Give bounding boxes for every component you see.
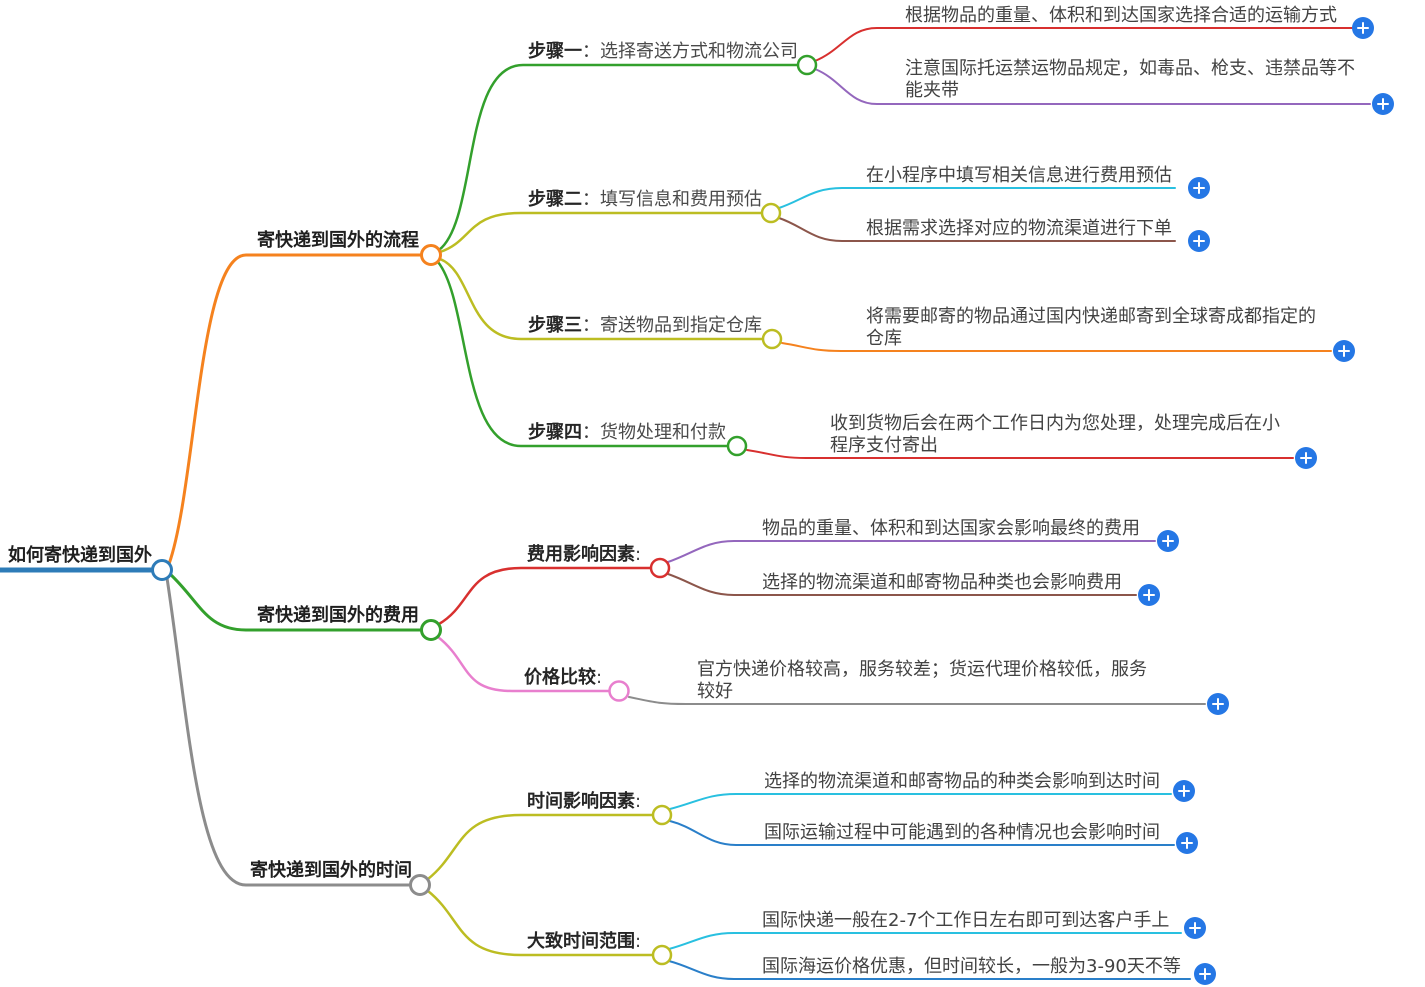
time-factors-handle[interactable] [651, 804, 673, 826]
root-node-handle[interactable] [151, 559, 173, 581]
edges [0, 27, 1371, 980]
leaf-cost-weight-volume[interactable]: 物品的重量、体积和到达国家会影响最终的费用 [762, 518, 1140, 539]
branch-time-label[interactable]: 寄快递到国外的时间 [250, 860, 412, 881]
step1-term: 步骤一 [528, 41, 582, 62]
expand-icon[interactable] [1176, 832, 1198, 854]
leaf-step1-transport-choice[interactable]: 根据物品的重量、体积和到达国家选择合适的运输方式 [905, 5, 1337, 26]
expand-icon[interactable] [1188, 177, 1210, 199]
expand-icon[interactable] [1194, 963, 1216, 985]
root-node-label[interactable]: 如何寄快递到国外 [8, 545, 152, 566]
expand-icon[interactable] [1352, 17, 1374, 39]
step4-desc: 货物处理和付款 [600, 422, 726, 443]
leaf-price-official-vs-agent[interactable]: 官方快递价格较高，服务较差；货运代理价格较低，服务较好 [697, 659, 1147, 702]
node-time-factors[interactable]: 时间影响因素: [527, 791, 641, 813]
expand-icon[interactable] [1173, 780, 1195, 802]
node-step4[interactable]: 步骤四：货物处理和付款 [528, 422, 726, 444]
step4-separator: ： [582, 422, 600, 443]
step2-term: 步骤二 [528, 189, 582, 210]
expand-icon[interactable] [1188, 230, 1210, 252]
step1-handle[interactable] [796, 54, 818, 76]
step1-desc: 选择寄送方式和物流公司 [600, 41, 798, 62]
node-step1[interactable]: 步骤一：选择寄送方式和物流公司 [528, 41, 798, 63]
leaf-step4-processing-payment[interactable]: 收到货物后会在两个工作日内为您处理，处理完成后在小程序支付寄出 [830, 413, 1280, 456]
time-range-separator: : [635, 931, 642, 952]
expand-icon[interactable] [1184, 917, 1206, 939]
expand-icon[interactable] [1138, 584, 1160, 606]
leaf-range-sea-days[interactable]: 国际海运价格优惠，但时间较长，一般为3-90天不等 [762, 956, 1181, 977]
node-price-compare[interactable]: 价格比较: [524, 667, 602, 689]
branch-process-label[interactable]: 寄快递到国外的流程 [257, 230, 419, 251]
step3-desc: 寄送物品到指定仓库 [600, 315, 762, 336]
leaf-step1-prohibited-items[interactable]: 注意国际托运禁运物品规定，如毒品、枪支、违禁品等不能夹带 [905, 58, 1355, 101]
step2-separator: ： [582, 189, 600, 210]
node-step2[interactable]: 步骤二：填写信息和费用预估 [528, 189, 762, 211]
step2-handle[interactable] [760, 202, 782, 224]
branch-time-handle[interactable] [409, 874, 431, 896]
price-compare-term: 价格比较 [524, 667, 596, 688]
step4-term: 步骤四 [528, 422, 582, 443]
leaf-cost-channel-type[interactable]: 选择的物流渠道和邮寄物品种类也会影响费用 [762, 572, 1122, 593]
price-compare-separator: : [596, 667, 603, 688]
expand-icon[interactable] [1157, 530, 1179, 552]
time-factors-separator: : [635, 791, 642, 812]
node-step3[interactable]: 步骤三：寄送物品到指定仓库 [528, 315, 762, 337]
expand-icon[interactable] [1372, 93, 1394, 115]
branch-cost-handle[interactable] [420, 619, 442, 641]
price-compare-handle[interactable] [608, 680, 630, 702]
branch-process-handle[interactable] [420, 244, 442, 266]
leaf-time-transport-situations[interactable]: 国际运输过程中可能遇到的各种情况也会影响时间 [764, 822, 1160, 843]
cost-factors-term: 费用影响因素 [527, 544, 635, 565]
leaf-step2-miniprogram-estimate[interactable]: 在小程序中填写相关信息进行费用预估 [866, 165, 1172, 186]
step2-desc: 填写信息和费用预估 [600, 189, 762, 210]
step4-handle[interactable] [726, 435, 748, 457]
expand-icon[interactable] [1207, 693, 1229, 715]
leaf-step3-warehouse[interactable]: 将需要邮寄的物品通过国内快递邮寄到全球寄成都指定的仓库 [866, 306, 1316, 349]
step3-handle[interactable] [761, 328, 783, 350]
branch-cost-label[interactable]: 寄快递到国外的费用 [257, 605, 419, 626]
leaf-step2-channel-order[interactable]: 根据需求选择对应的物流渠道进行下单 [866, 218, 1172, 239]
expand-icon[interactable] [1333, 340, 1355, 362]
leaf-range-express-days[interactable]: 国际快递一般在2-7个工作日左右即可到达客户手上 [762, 910, 1170, 931]
cost-factors-separator: : [635, 544, 642, 565]
step3-term: 步骤三 [528, 315, 582, 336]
step1-separator: ： [582, 41, 600, 62]
time-factors-term: 时间影响因素 [527, 791, 635, 812]
time-range-term: 大致时间范围 [527, 931, 635, 952]
node-cost-factors[interactable]: 费用影响因素: [527, 544, 641, 566]
time-range-handle[interactable] [651, 944, 673, 966]
node-time-range[interactable]: 大致时间范围: [527, 931, 641, 953]
step3-separator: ： [582, 315, 600, 336]
leaf-time-channel-type[interactable]: 选择的物流渠道和邮寄物品的种类会影响到达时间 [764, 771, 1160, 792]
expand-icon[interactable] [1295, 447, 1317, 469]
cost-factors-handle[interactable] [649, 557, 671, 579]
